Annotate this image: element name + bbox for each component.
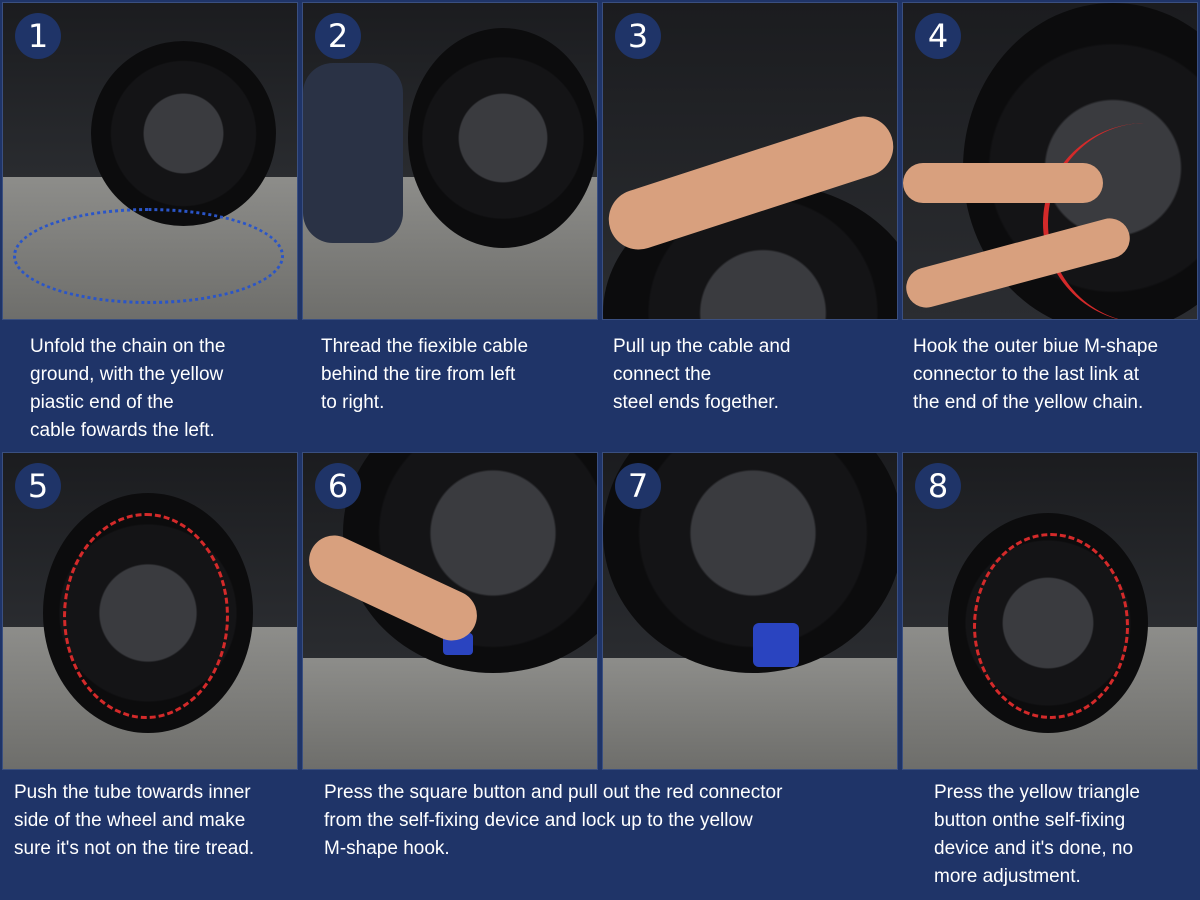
step-6-7-caption: Press the square button and pull out the… xyxy=(324,782,783,859)
step-number-badge: 8 xyxy=(915,463,961,509)
step-4-photo: 4 xyxy=(902,2,1198,320)
step-1-caption: Unfold the chain on the ground, with the… xyxy=(30,336,226,441)
step-8-caption: Press the yellow triangle button onthe s… xyxy=(934,782,1140,887)
step-3-caption: Pull up the cable and connect the steel … xyxy=(613,336,791,413)
step-6-photo: 6 xyxy=(302,452,598,770)
step-2-photo: 2 xyxy=(302,2,598,320)
step-number-badge: 6 xyxy=(315,463,361,509)
step-number-badge: 5 xyxy=(15,463,61,509)
step-number-badge: 7 xyxy=(615,463,661,509)
step-number-badge: 4 xyxy=(915,13,961,59)
step-4-caption: Hook the outer biue M-shape connector to… xyxy=(913,336,1159,413)
step-5-photo: 5 xyxy=(2,452,298,770)
step-3-photo: 3 xyxy=(602,2,898,320)
step-number-badge: 1 xyxy=(15,13,61,59)
step-8-photo: 8 xyxy=(902,452,1198,770)
step-2-caption: Thread the fiexible cable behind the tir… xyxy=(321,336,529,413)
step-7-photo: 7 xyxy=(602,452,898,770)
step-1-photo: 1 xyxy=(2,2,298,320)
step-number-badge: 3 xyxy=(615,13,661,59)
step-5-caption: Push the tube towards inner side of the … xyxy=(14,782,255,859)
step-number-badge: 2 xyxy=(315,13,361,59)
